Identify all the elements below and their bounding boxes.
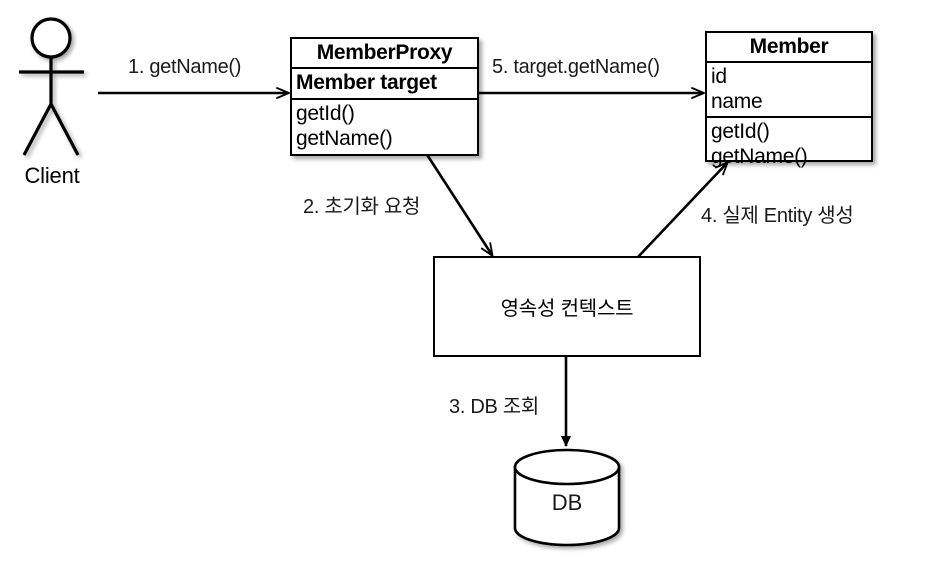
member-proxy-operation-getname: getName() bbox=[296, 127, 393, 150]
member-proxy-class-box[interactable]: MemberProxy Member target getId() getNam… bbox=[290, 37, 479, 156]
member-title-compartment: Member bbox=[707, 33, 871, 61]
member-operation-getname: getName() bbox=[711, 145, 808, 168]
edge-2-label: 2. 초기화 요청 bbox=[303, 196, 421, 218]
member-class-box[interactable]: Member id name getId() getName() bbox=[705, 31, 873, 168]
member-operations-compartment: getId() getName() bbox=[707, 116, 871, 171]
edge-2-line bbox=[422, 149, 494, 257]
member-class-name: Member bbox=[749, 35, 829, 58]
member-attribute-id: id bbox=[711, 65, 727, 88]
member-operation-getid: getId() bbox=[711, 120, 770, 143]
member-proxy-attribute-target: Member target bbox=[296, 71, 437, 94]
edge-3-label: 3. DB 조회 bbox=[449, 396, 539, 418]
member-proxy-title-compartment: MemberProxy bbox=[292, 39, 477, 67]
member-proxy-operation-getid: getId() bbox=[296, 102, 355, 125]
client-stick-figure bbox=[19, 17, 84, 156]
member-proxy-class-name: MemberProxy bbox=[316, 41, 453, 64]
persistence-context-label: 영속성 컨텍스트 bbox=[500, 298, 634, 320]
edge-4-label: 4. 실제 Entity 생성 bbox=[701, 205, 854, 227]
edge-1-label: 1. getName() bbox=[128, 56, 242, 78]
edge-5-label: 5. target.getName() bbox=[492, 56, 660, 78]
member-proxy-attributes-compartment: Member target bbox=[292, 67, 477, 98]
persistence-context-box[interactable]: 영속성 컨텍스트 bbox=[433, 256, 701, 357]
database-label: DB bbox=[551, 490, 583, 515]
member-attributes-compartment: id name bbox=[707, 61, 871, 116]
member-attribute-name: name bbox=[711, 90, 763, 113]
client-actor-label: Client bbox=[24, 163, 80, 188]
member-proxy-operations-compartment: getId() getName() bbox=[292, 98, 477, 153]
